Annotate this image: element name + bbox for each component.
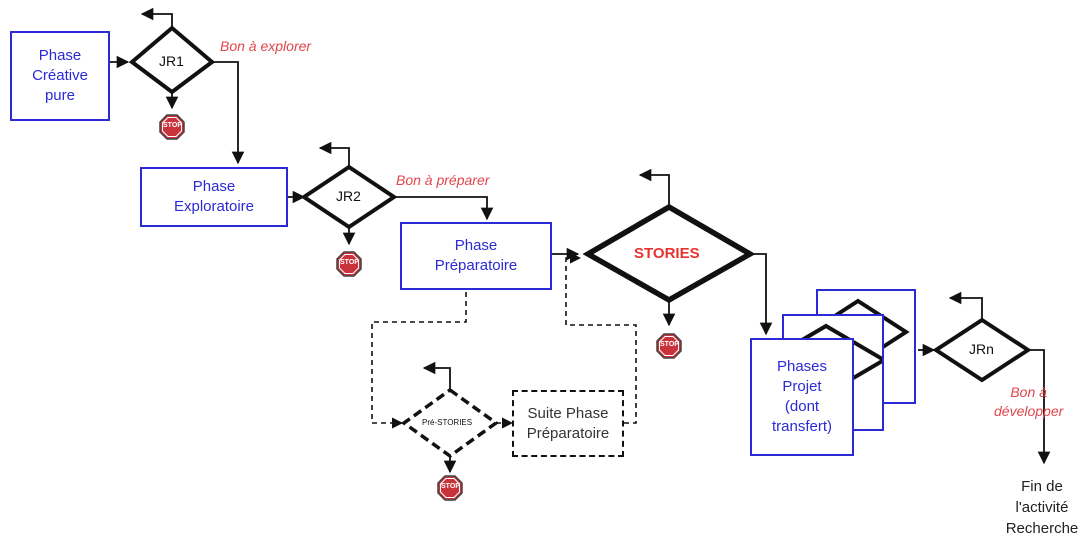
outcome-prepare-label: Bon à préparer [396, 172, 490, 188]
jrn-diamond [932, 317, 1032, 383]
suite-phase-preparatory-label: Suite Phase Préparatoire [526, 404, 610, 442]
stories-label: STORIES [634, 245, 700, 262]
phase-creative-label: Phase Créative pure [32, 47, 88, 104]
jr2-label: JR2 [336, 188, 361, 204]
stop-sign-label: STOP [163, 122, 182, 129]
outcome-explore-label: Bon à explorer [220, 38, 312, 54]
phase-projet-box: Phases Projet (dont transfert) [750, 338, 854, 456]
jr1-diamond [128, 25, 216, 95]
phase-creative-box: Phase Créative pure [10, 31, 110, 121]
jr1-label: JR1 [159, 53, 184, 69]
end-label: Fin de l'activité Recherche [1005, 478, 1079, 537]
jrn-label: JRn [969, 341, 994, 357]
jr2-diamond [300, 164, 398, 230]
suite-phase-preparatory-box: Suite Phase Préparatoire [512, 390, 624, 457]
pre-stories-label: Pré-STORIES [422, 418, 473, 427]
stop-sign-label: STOP [340, 259, 359, 266]
phase-preparatory-box: Phase Préparatoire [400, 222, 552, 290]
pre-stories-diamond [400, 387, 500, 459]
outcome-develop-label: Bon à développer [994, 384, 1064, 419]
phase-exploratory-label: Phase Exploratoire [173, 178, 255, 215]
phase-projet-label: Phases Projet (dont transfert) [771, 358, 832, 435]
stop-sign-label: STOP [441, 483, 460, 490]
stories-diamond [582, 203, 756, 304]
phase-preparatory-label: Phase Préparatoire [434, 237, 518, 274]
phase-exploratory-box: Phase Exploratoire [140, 167, 288, 227]
stop-sign-label: STOP [660, 341, 679, 348]
